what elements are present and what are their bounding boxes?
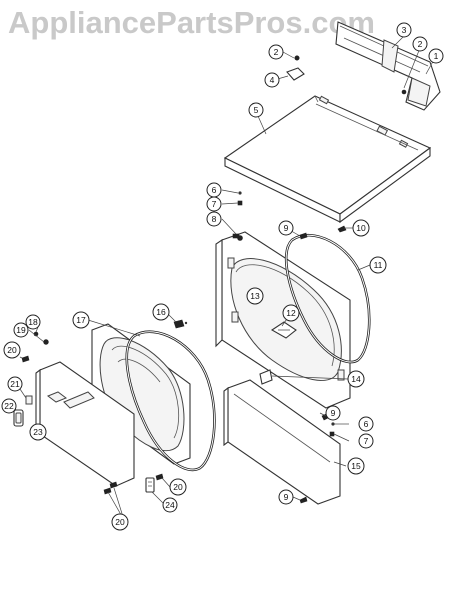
callout-9b: 9 <box>325 405 341 421</box>
callout-9a: 9 <box>278 220 294 236</box>
callout-19: 19 <box>13 322 29 338</box>
svg-text:5: 5 <box>254 105 259 115</box>
callout-3: 3 <box>396 22 412 38</box>
door-handle[interactable] <box>13 409 24 427</box>
svg-text:15: 15 <box>351 461 361 471</box>
callout-6b: 6 <box>358 416 374 432</box>
callout-20b: 20 <box>169 478 187 496</box>
callout-14: 14 <box>347 370 365 388</box>
callout-24: 24 <box>162 497 178 513</box>
callout-4: 4 <box>264 72 280 88</box>
hinge-clip[interactable] <box>286 67 305 81</box>
door-switch[interactable] <box>270 321 297 339</box>
svg-text:14: 14 <box>351 374 361 384</box>
callout-9c: 9 <box>278 489 294 505</box>
callout-17: 17 <box>72 311 90 329</box>
svg-text:2: 2 <box>274 47 279 57</box>
callout-23: 23 <box>29 423 47 441</box>
svg-text:2: 2 <box>418 39 423 49</box>
door-hinge[interactable] <box>145 477 155 493</box>
spring-clip[interactable] <box>237 191 243 206</box>
svg-text:12: 12 <box>286 308 296 318</box>
callout-20a: 20 <box>3 341 21 359</box>
top-cover[interactable] <box>223 95 432 224</box>
callout-18: 18 <box>25 314 41 330</box>
callout-11: 11 <box>369 256 387 274</box>
svg-text:1: 1 <box>434 51 439 61</box>
callout-12: 12 <box>282 304 300 322</box>
callout-1: 1 <box>428 48 444 64</box>
svg-text:4: 4 <box>270 75 275 85</box>
svg-text:6: 6 <box>364 419 369 429</box>
callout-7a: 7 <box>206 196 222 212</box>
frame-clip[interactable] <box>299 232 308 240</box>
callout-13: 13 <box>246 287 264 305</box>
callout-21: 21 <box>7 376 23 392</box>
svg-text:7: 7 <box>364 436 369 446</box>
callout-20c: 20 <box>111 513 129 531</box>
svg-text:17: 17 <box>76 315 86 325</box>
svg-text:22: 22 <box>4 401 14 411</box>
callout-6a: 6 <box>206 182 222 198</box>
svg-text:20: 20 <box>173 482 183 492</box>
svg-text:8: 8 <box>212 214 217 224</box>
svg-text:16: 16 <box>156 307 166 317</box>
panel-bracket[interactable] <box>259 369 273 385</box>
handle-insert[interactable] <box>25 395 33 405</box>
svg-text:3: 3 <box>402 25 407 35</box>
toe-panel[interactable] <box>223 379 341 505</box>
svg-text:7: 7 <box>212 199 217 209</box>
callout-10: 10 <box>352 219 370 237</box>
svg-text:9: 9 <box>331 408 336 418</box>
console-bracket[interactable] <box>381 39 399 73</box>
callout-7b: 7 <box>358 433 374 449</box>
callout-22: 22 <box>1 398 17 414</box>
svg-text:10: 10 <box>356 223 366 233</box>
svg-text:9: 9 <box>284 223 289 233</box>
panel-screw[interactable] <box>232 233 243 241</box>
callout-16: 16 <box>152 303 170 321</box>
svg-text:21: 21 <box>10 379 20 389</box>
front-panel-frame[interactable] <box>215 231 351 409</box>
svg-text:11: 11 <box>374 260 383 270</box>
svg-text:19: 19 <box>16 325 26 335</box>
front-panel-gasket[interactable] <box>284 234 371 364</box>
callout-5: 5 <box>248 102 264 118</box>
door-gasket[interactable] <box>125 330 216 472</box>
hinge-screw[interactable] <box>173 319 188 329</box>
callout-8: 8 <box>206 211 222 227</box>
callout-15: 15 <box>347 457 365 475</box>
callout-2a: 2 <box>268 44 284 60</box>
svg-text:18: 18 <box>28 317 38 327</box>
watermark-logo: AppliancePartsPros.com <box>8 5 375 40</box>
door-screw[interactable] <box>21 331 164 495</box>
cover-screw[interactable] <box>337 225 347 233</box>
svg-text:6: 6 <box>212 185 217 195</box>
svg-text:20: 20 <box>7 345 17 355</box>
svg-text:24: 24 <box>165 500 175 510</box>
callout-2b: 2 <box>412 36 428 52</box>
svg-text:20: 20 <box>115 517 125 527</box>
svg-text:23: 23 <box>33 427 43 437</box>
svg-text:9: 9 <box>284 492 289 502</box>
svg-text:13: 13 <box>250 291 260 301</box>
console-screw[interactable] <box>294 55 407 95</box>
